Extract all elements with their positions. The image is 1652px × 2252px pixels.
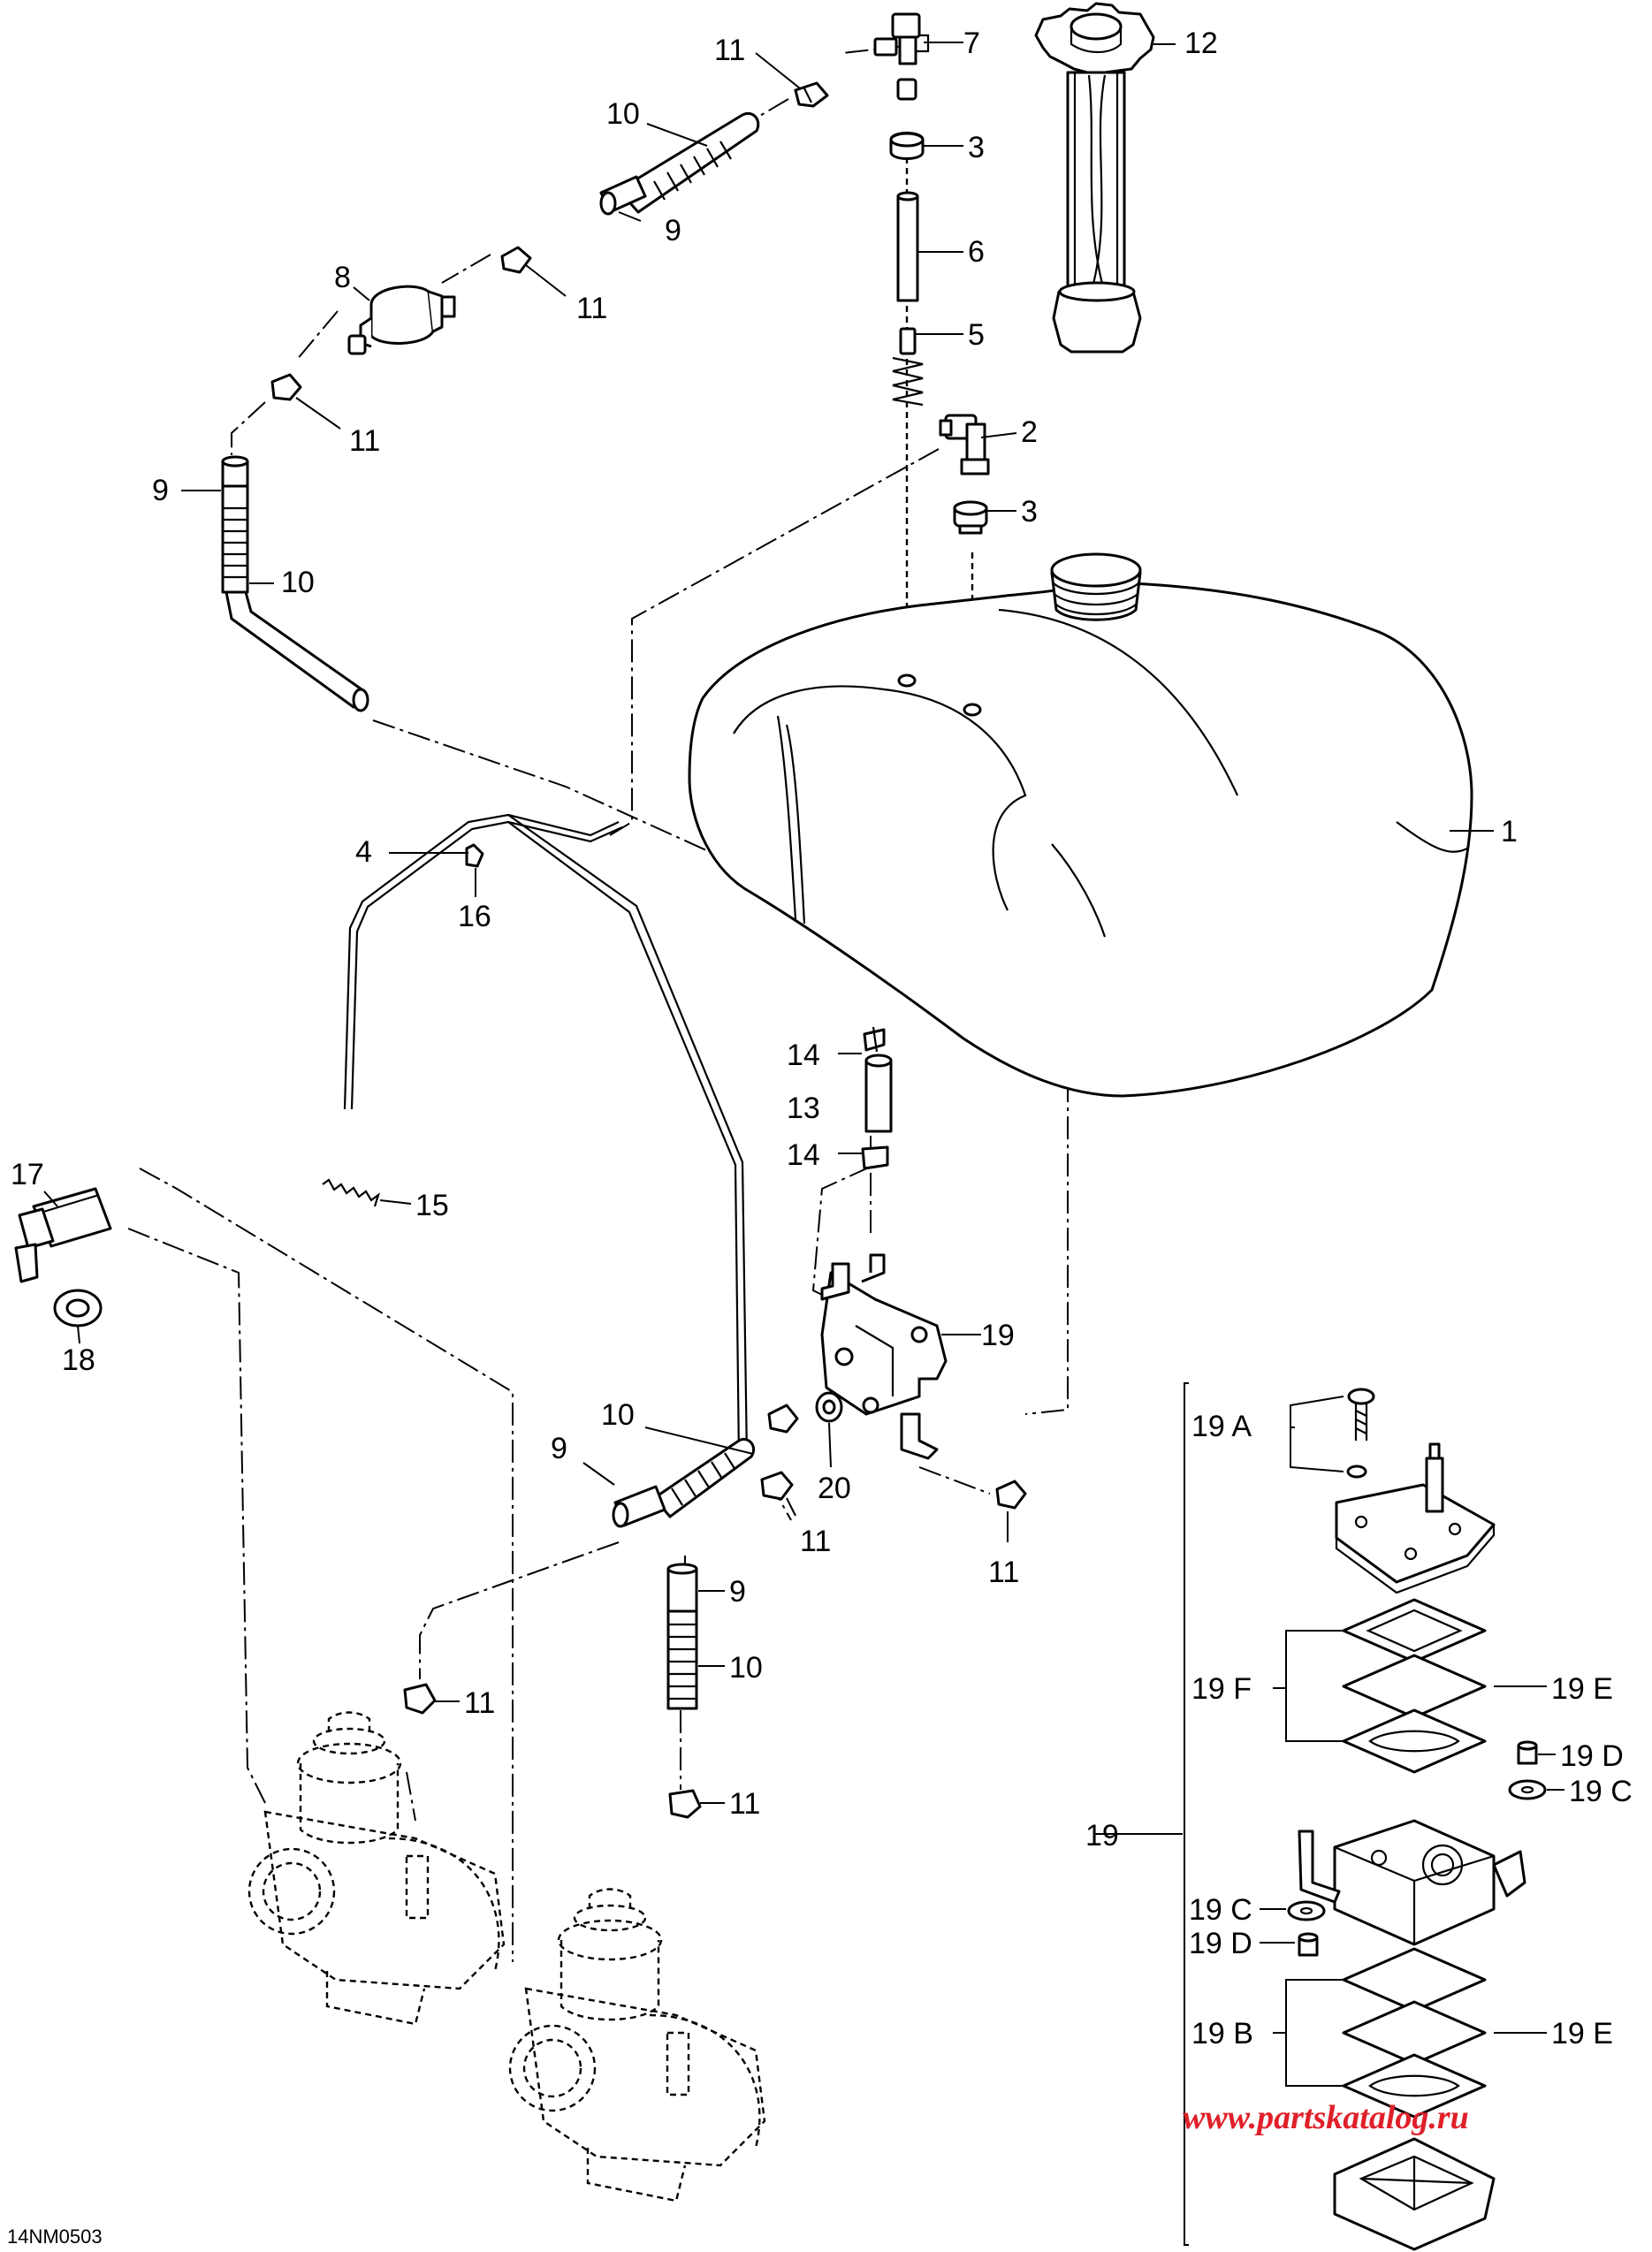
label-19: 19: [981, 1319, 1015, 1352]
label-9: 9: [665, 214, 681, 247]
label-10: 10: [606, 97, 640, 131]
label-8: 8: [334, 261, 351, 294]
label-10: 10: [729, 1651, 763, 1685]
label-9: 9: [729, 1575, 746, 1609]
label-19d: 19 D: [1189, 1927, 1252, 1960]
label-16: 16: [458, 900, 491, 933]
label-3: 3: [968, 131, 985, 164]
label-13: 13: [787, 1092, 820, 1125]
label-10: 10: [601, 1398, 635, 1432]
label-11: 11: [729, 1787, 760, 1821]
fuel-gauge-sender: [1034, 2, 1155, 354]
label-6: 6: [968, 235, 985, 269]
label-11: 11: [349, 424, 380, 458]
label-12: 12: [1184, 27, 1218, 60]
label-11: 11: [988, 1556, 1019, 1589]
watermark: www.partskatalog.ru: [1183, 2099, 1469, 2136]
carburetors: [247, 1711, 766, 2203]
label-19f: 19 F: [1191, 1672, 1252, 1706]
hose-route-lower: [403, 1404, 1027, 1819]
label-14: 14: [787, 1138, 820, 1172]
label-19e: 19 E: [1551, 2017, 1613, 2050]
primer-17-18: [14, 1187, 112, 1328]
label-9: 9: [152, 474, 169, 507]
label-2: 2: [1021, 415, 1038, 449]
diagram-code: 14NM0503: [7, 2225, 103, 2248]
label-11: 11: [464, 1686, 495, 1720]
label-11: 11: [800, 1525, 831, 1558]
label-20: 20: [818, 1472, 851, 1505]
label-19d: 19 D: [1560, 1739, 1624, 1773]
pump-exploded-box: [1184, 1382, 1547, 2251]
label-18: 18: [62, 1343, 95, 1377]
part-labels: 11 7 12 10 3 9 6 8 11 5 2 11 9 3 10 1 4 …: [11, 27, 1633, 2050]
fuel-line-4: [322, 813, 749, 1459]
label-19a: 19 A: [1191, 1410, 1252, 1443]
vent-fittings: [873, 12, 990, 535]
label-11: 11: [576, 292, 607, 325]
label-11: 11: [714, 34, 745, 67]
label-19b: 19 B: [1191, 2017, 1253, 2050]
label-10: 10: [281, 566, 315, 599]
label-4: 4: [355, 835, 372, 869]
label-5: 5: [968, 318, 985, 352]
fuel-tank: [688, 552, 1473, 1098]
hose-route-upper: [221, 81, 829, 712]
fuel-pump-19: [820, 1253, 948, 1460]
label-19c: 19 C: [1569, 1775, 1633, 1808]
label-19c: 19 C: [1189, 1893, 1252, 1927]
label-17: 17: [11, 1158, 44, 1191]
label-3: 3: [1021, 495, 1038, 529]
label-19e: 19 E: [1551, 1672, 1613, 1706]
label-1: 1: [1501, 815, 1518, 848]
label-15: 15: [415, 1189, 449, 1222]
label-7: 7: [963, 27, 980, 60]
label-19: 19: [1085, 1819, 1119, 1853]
leader-lines: [43, 42, 1564, 2087]
pump-vent-parts: [815, 1026, 893, 1423]
label-14: 14: [787, 1039, 820, 1072]
label-9: 9: [551, 1432, 567, 1465]
